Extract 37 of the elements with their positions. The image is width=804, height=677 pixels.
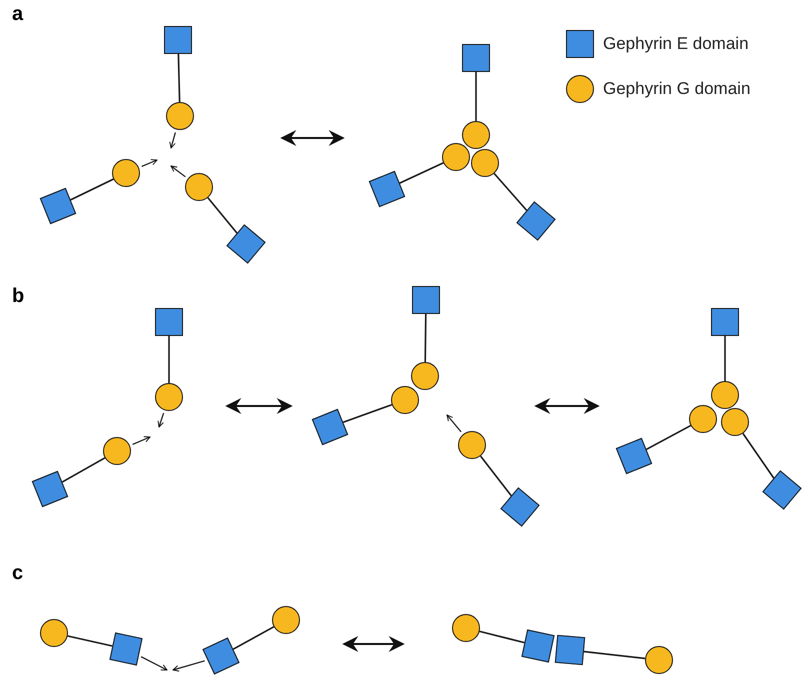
linker-line: [399, 162, 444, 184]
panel-letter: b: [12, 286, 24, 306]
legend-text: Gephyrin G domain: [603, 78, 750, 100]
linker-line: [475, 72, 477, 121]
approach-arrow: [169, 132, 176, 148]
e-domain-square: [412, 286, 440, 314]
approach-arrow: [446, 414, 462, 432]
legend-text: Gephyrin E domain: [603, 33, 749, 56]
approach-arrow: [170, 166, 186, 178]
linker-line: [646, 424, 692, 450]
approach-arrow: [140, 656, 168, 671]
e-domain-square: [711, 308, 739, 336]
linker-line: [232, 626, 274, 650]
e-domain-square: [554, 634, 586, 666]
panel-letter: c: [12, 563, 24, 583]
linker-line: [479, 630, 525, 644]
linker-line: [70, 178, 114, 201]
linker-line: [178, 54, 180, 102]
approach-arrow: [141, 159, 158, 167]
linker-line: [724, 336, 726, 381]
approach-arrow: [172, 660, 205, 672]
linker-line: [342, 404, 392, 424]
approach-arrow: [158, 412, 164, 428]
linker-line: [424, 314, 427, 362]
linker-line: [168, 336, 170, 383]
e-domain-square: [155, 308, 183, 336]
e-domain-square: [164, 26, 192, 54]
linker-line: [742, 433, 775, 479]
linker-line: [480, 456, 512, 496]
linker-line: [584, 650, 646, 660]
linker-line: [68, 635, 112, 647]
e-domain-square: [462, 44, 490, 72]
linker-line: [207, 197, 238, 234]
linker-line: [62, 457, 106, 483]
panel-letter: a: [12, 4, 24, 24]
linker-line: [494, 172, 528, 212]
approach-arrow: [132, 436, 150, 445]
